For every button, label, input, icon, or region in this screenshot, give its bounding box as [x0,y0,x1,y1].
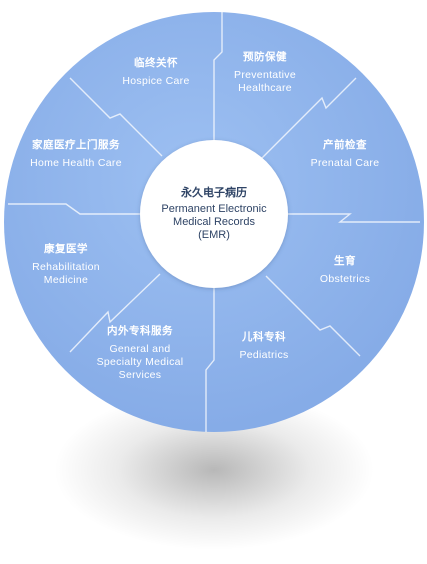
divider-line-8 [69,77,163,157]
segment-dividers [8,12,420,432]
segment-label-cn: 产前检查 [323,138,367,151]
divider-line-6 [69,273,161,353]
segment-label-cn: 康复医学 [44,242,88,255]
segment-label-en: Healthcare [238,82,292,94]
segment-label-en: Medicine [44,274,88,286]
segment-label-cn: 预防保健 [243,50,287,63]
segment-label-en: Hospice Care [122,75,189,87]
segment-label-en: General and [109,343,170,355]
segment-label-cn: 儿科专科 [241,330,286,343]
segment-label-en: Prenatal Care [311,157,380,169]
divider-line-2 [261,77,357,159]
segment-2: 产前检查 Prenatal Care [311,138,380,169]
center-hub [140,140,288,288]
segment-label-cn: 家庭医疗上门服务 [32,138,120,151]
divider-line-4 [265,275,361,357]
segment-label-en: Preventative [234,69,296,81]
center-label-line: Permanent Electronic [161,203,267,215]
divider-line-3 [288,213,420,223]
divider-line-1 [213,12,223,140]
divider-line-5 [205,288,215,432]
segment-label-en: Specialty Medical [97,356,184,368]
segment-7: 家庭医疗上门服务 Home Health Care [30,138,122,169]
segment-4: 儿科专科 Pediatrics [239,330,288,361]
segment-label-en: Rehabilitation [32,261,100,273]
center-label-line: (EMR) [198,229,230,241]
divider-line-7 [8,203,140,215]
segment-label-cn: 内外专科服务 [107,324,173,337]
segment-label-cn: 生育 [334,254,356,267]
drop-shadow [54,390,374,550]
segment-label-en: Pediatrics [239,349,288,361]
segment-8: 临终关怀 Hospice Care [122,56,189,87]
segment-label-en: Home Health Care [30,157,122,169]
segment-label-en: Obstetrics [320,273,370,285]
center-label-line: Medical Records [173,216,255,228]
segment-3: 生育 Obstetrics [320,254,370,285]
segment-label-cn: 临终关怀 [134,56,178,69]
segment-label-en: Services [119,369,162,381]
center-title-cn: 永久电子病历 [180,185,247,199]
